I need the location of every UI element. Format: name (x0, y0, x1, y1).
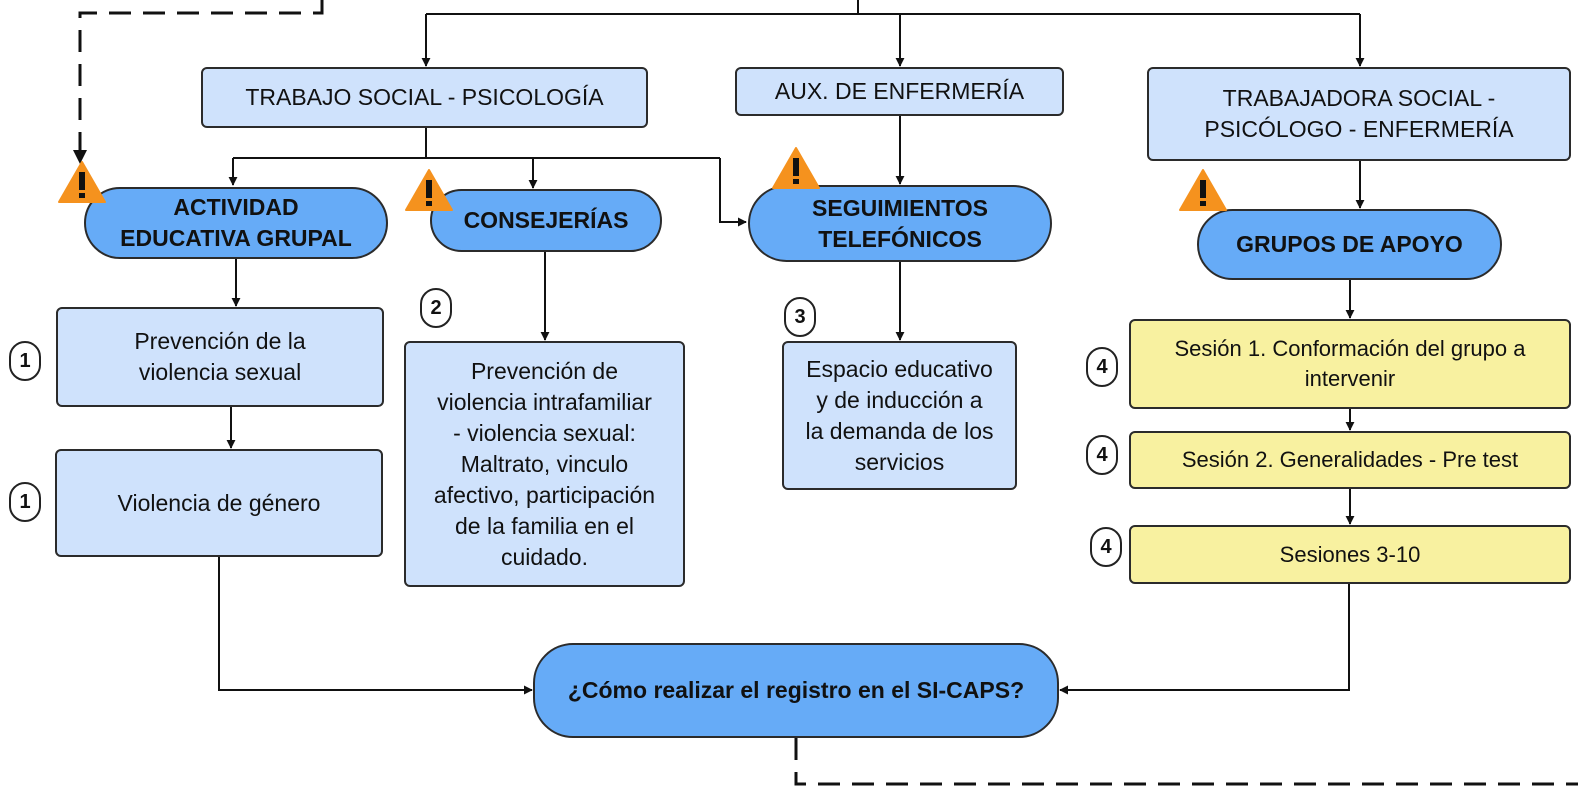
prevencion-line-1: Prevención de la (134, 328, 306, 354)
activity-actividad-educativa-grupal: ACTIVIDAD EDUCATIVA GRUPAL (84, 187, 388, 259)
topic-violencia-de-genero: Violencia de género (55, 449, 383, 557)
connector-top-bus (426, 0, 1360, 15)
grupos-label: GRUPOS DE APOYO (1236, 231, 1463, 257)
role-trabajadora-line-2: PSICÓLOGO - ENFERMERÍA (1204, 116, 1514, 142)
espacio-line-2: y de inducción a (816, 386, 983, 413)
espacio-line-1: Espacio educativo (806, 355, 993, 382)
role-aux-enfermeria-label: AUX. DE ENFERMERÍA (774, 78, 1025, 104)
role-trabajadora-line-1: TRABAJADORA SOCIAL - (1222, 85, 1496, 111)
actividad-line-2: EDUCATIVA GRUPAL (120, 225, 352, 251)
actividad-line-1: ACTIVIDAD (173, 194, 299, 220)
registro-label: ¿Cómo realizar el registro en el SI-CAPS… (567, 677, 1025, 703)
badge-1b-text: 1 (19, 490, 31, 513)
intrafamiliar-line-6: de la familia en el (455, 512, 634, 539)
intrafamiliar-line-7: cuidado. (501, 543, 588, 570)
activity-consejerias: CONSEJERÍAS (430, 189, 662, 252)
badge-4b-text: 4 (1096, 443, 1108, 466)
topic-prevencion-violencia-sexual: Prevención de la violencia sexual (56, 307, 384, 407)
dashed-loop-top (78, 0, 324, 150)
badge-4a-text: 4 (1096, 355, 1108, 378)
sesion1-line-1: Sesión 1. Conformación del grupo a (1174, 336, 1526, 361)
sesiones3-10-label: Sesiones 3-10 (1279, 541, 1421, 567)
topic-espacio-educativo: Espacio educativo y de inducción a la de… (782, 341, 1017, 490)
badge-number-1-violencia: 1 (9, 482, 41, 522)
badge-1a-text: 1 (19, 349, 31, 372)
role-trabajadora-social-psicologo-enfermeria: TRABAJADORA SOCIAL - PSICÓLOGO - ENFERME… (1147, 67, 1571, 161)
badge-number-1-prevencion: 1 (9, 341, 41, 381)
session-1-conformacion: Sesión 1. Conformación del grupo a inter… (1129, 319, 1571, 409)
intrafamiliar-line-2: violencia intrafamiliar (437, 388, 652, 415)
intrafamiliar-line-3: - violencia sexual: (453, 419, 636, 446)
registro-si-caps: ¿Cómo realizar el registro en el SI-CAPS… (533, 643, 1059, 738)
warning-icon (1178, 168, 1228, 212)
connector-sesiones-to-registro (1059, 584, 1350, 695)
badge-4c-text: 4 (1100, 535, 1112, 558)
seguimientos-line-1: SEGUIMIENTOS (812, 194, 988, 221)
badge-number-4-sesion2: 4 (1086, 435, 1118, 475)
connector-ts-split (233, 128, 720, 159)
badge-number-4-sesiones3-10: 4 (1090, 527, 1122, 567)
consejerias-label: CONSEJERÍAS (463, 207, 629, 233)
badge-2-text: 2 (430, 296, 442, 319)
seguimientos-line-2: TELEFÓNICOS (818, 225, 982, 252)
warning-icon (771, 146, 821, 190)
topic-prevencion-violencia-intrafamiliar: Prevención de violencia intrafamiliar - … (404, 341, 685, 587)
session-2-generalidades: Sesión 2. Generalidades - Pre test (1129, 431, 1571, 489)
role-trabajo-social-label: TRABAJO SOCIAL - PSICOLOGÍA (245, 84, 604, 110)
session-3-10: Sesiones 3-10 (1129, 525, 1571, 584)
espacio-line-3: la demanda de los (805, 417, 994, 444)
role-aux-enfermeria: AUX. DE ENFERMERÍA (735, 67, 1064, 116)
warning-icon (57, 160, 107, 204)
espacio-line-4: servicios (854, 448, 945, 475)
role-trabajo-social-psicologia: TRABAJO SOCIAL - PSICOLOGÍA (201, 67, 648, 128)
sesion1-line-2: intervenir (1304, 366, 1396, 391)
intrafamiliar-line-1: Prevención de (470, 357, 619, 384)
badge-3-text: 3 (794, 305, 806, 328)
badge-number-4-sesion1: 4 (1086, 347, 1118, 387)
violencia-genero-label: Violencia de género (117, 489, 321, 516)
dashed-loop-bottom (794, 738, 1578, 786)
badge-number-3-seguimientos: 3 (784, 297, 816, 337)
intrafamiliar-line-4: Maltrato, vinculo (460, 450, 629, 477)
badge-number-2-consejerias: 2 (420, 288, 452, 328)
activity-grupos-de-apoyo: GRUPOS DE APOYO (1197, 209, 1502, 280)
connector-to-seguimientos (719, 158, 747, 227)
activity-seguimientos-telefonicos: SEGUIMIENTOS TELEFÓNICOS (748, 185, 1052, 262)
dashed-loop-arrowhead (73, 150, 87, 164)
prevencion-line-2: violencia sexual (138, 359, 302, 385)
connector-violencia-to-registro (218, 557, 533, 695)
warning-icon (404, 168, 454, 212)
intrafamiliar-line-5: afectivo, participación (433, 481, 656, 508)
sesion2-label: Sesión 2. Generalidades - Pre test (1181, 447, 1519, 472)
